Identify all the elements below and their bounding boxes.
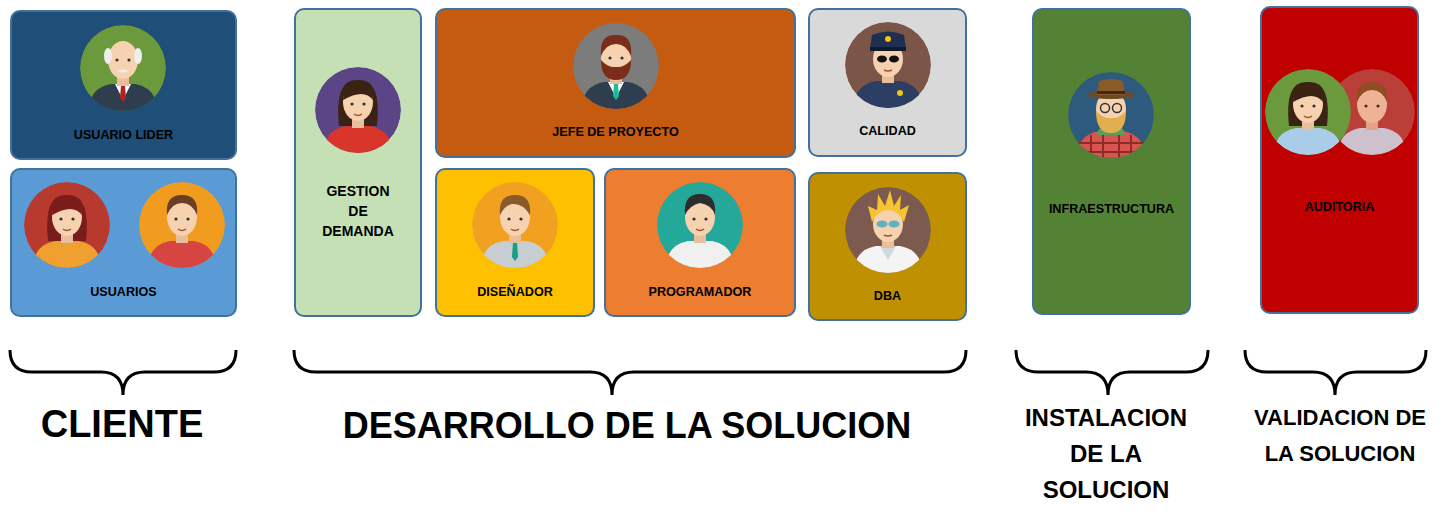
group-label: DESARROLLO DE LA SOLUCION [300,402,954,450]
role-label: DISEÑADOR [437,282,593,302]
role-label: JEFE DE PROYECTO [437,122,794,142]
group-label: VALIDACION DE LA SOLUCION [1238,400,1442,472]
avatar [139,182,225,268]
avatar [472,182,558,268]
avatar [657,182,743,268]
role-label: USUARIOS [12,282,235,302]
role-box: AUDITORIA [1260,6,1419,314]
role-box: DBA [808,172,967,321]
role-box: USUARIOS [10,168,237,317]
avatar [315,67,401,153]
avatar [1068,72,1154,158]
role-box: CALIDAD [808,8,967,157]
role-box: JEFE DE PROYECTO [435,8,796,158]
avatar [1265,69,1351,155]
role-box: GESTION DE DEMANDA [294,8,422,317]
group-brace [10,350,1426,395]
group-label: CLIENTE [22,400,222,448]
role-label: PROGRAMADOR [606,282,794,302]
avatar [24,182,110,268]
role-label: GESTION DE DEMANDA [318,181,398,241]
role-box: INFRAESTRUCTURA [1032,8,1191,315]
role-label: USUARIO LIDER [12,125,235,145]
group-label: INSTALACION DE LA SOLUCION [1011,400,1201,508]
role-box: DISEÑADOR [435,168,595,317]
avatar [845,187,931,273]
role-box: USUARIO LIDER [10,10,237,160]
role-label: INFRAESTRUCTURA [1034,199,1189,219]
role-label: DBA [810,286,965,306]
avatar [80,25,166,111]
role-box: PROGRAMADOR [604,168,796,317]
avatar [1329,69,1415,155]
avatar [573,23,659,109]
avatar [845,22,931,108]
role-label: AUDITORIA [1262,197,1417,217]
role-label: CALIDAD [810,121,965,141]
